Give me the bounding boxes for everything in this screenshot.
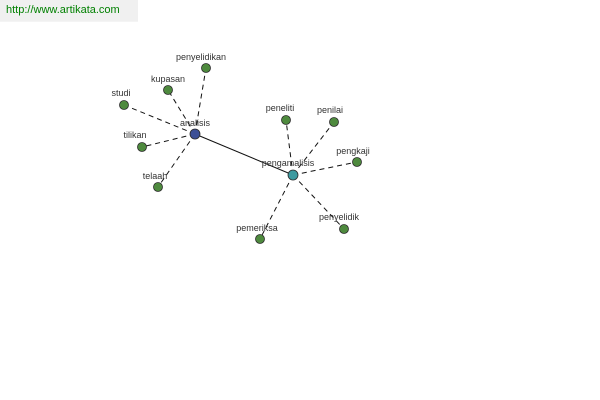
node-label-telaah: telaah bbox=[143, 171, 168, 181]
node-peneliti[interactable] bbox=[281, 115, 291, 125]
node-tilikan[interactable] bbox=[137, 142, 147, 152]
node-label-penyelidikan: penyelidikan bbox=[176, 52, 226, 62]
edge-pengamalisis-pengkaji bbox=[292, 161, 358, 176]
node-kupasan[interactable] bbox=[163, 85, 173, 95]
node-telaah[interactable] bbox=[153, 182, 163, 192]
edge-analisis-pengamalisis bbox=[194, 133, 294, 176]
node-pengamalisis[interactable] bbox=[287, 169, 299, 181]
node-pemeriksa[interactable] bbox=[255, 234, 265, 244]
node-penilai[interactable] bbox=[329, 117, 339, 127]
edge-analisis-penyelidikan bbox=[194, 67, 207, 135]
node-label-studi: studi bbox=[111, 88, 130, 98]
node-studi[interactable] bbox=[119, 100, 129, 110]
node-pengkaji[interactable] bbox=[352, 157, 362, 167]
node-label-pengamalisis: pengamalisis bbox=[262, 158, 315, 168]
site-banner: http://www.artikata.com bbox=[0, 0, 138, 22]
edge-analisis-tilikan bbox=[141, 133, 196, 148]
edge-pengamalisis-penyelidik bbox=[292, 174, 345, 230]
nodes-layer bbox=[119, 63, 362, 244]
node-label-kupasan: kupasan bbox=[151, 74, 185, 84]
labels-layer: analisis pengamalisis penyelidikan kupasan s… bbox=[111, 52, 369, 233]
edge-pengamalisis-peneliti bbox=[285, 119, 294, 176]
site-url-text: http://www.artikata.com bbox=[6, 4, 120, 16]
node-label-analisis: analisis bbox=[180, 118, 211, 128]
node-label-penyelidik: penyelidik bbox=[319, 212, 360, 222]
node-label-penilai: penilai bbox=[317, 105, 343, 115]
edges-layer bbox=[123, 67, 358, 240]
node-analisis[interactable] bbox=[189, 128, 201, 140]
node-label-pengkaji: pengkaji bbox=[336, 146, 370, 156]
node-label-peneliti: peneliti bbox=[266, 103, 295, 113]
node-penyelidik[interactable] bbox=[339, 224, 349, 234]
node-penyelidikan[interactable] bbox=[201, 63, 211, 73]
edge-analisis-studi bbox=[123, 104, 196, 135]
edge-analisis-telaah bbox=[157, 133, 196, 188]
node-label-tilikan: tilikan bbox=[123, 130, 146, 140]
edge-pengamalisis-penilai bbox=[292, 121, 335, 176]
edge-pengamalisis-pemeriksa bbox=[259, 174, 294, 240]
node-label-pemeriksa: pemeriksa bbox=[236, 223, 278, 233]
